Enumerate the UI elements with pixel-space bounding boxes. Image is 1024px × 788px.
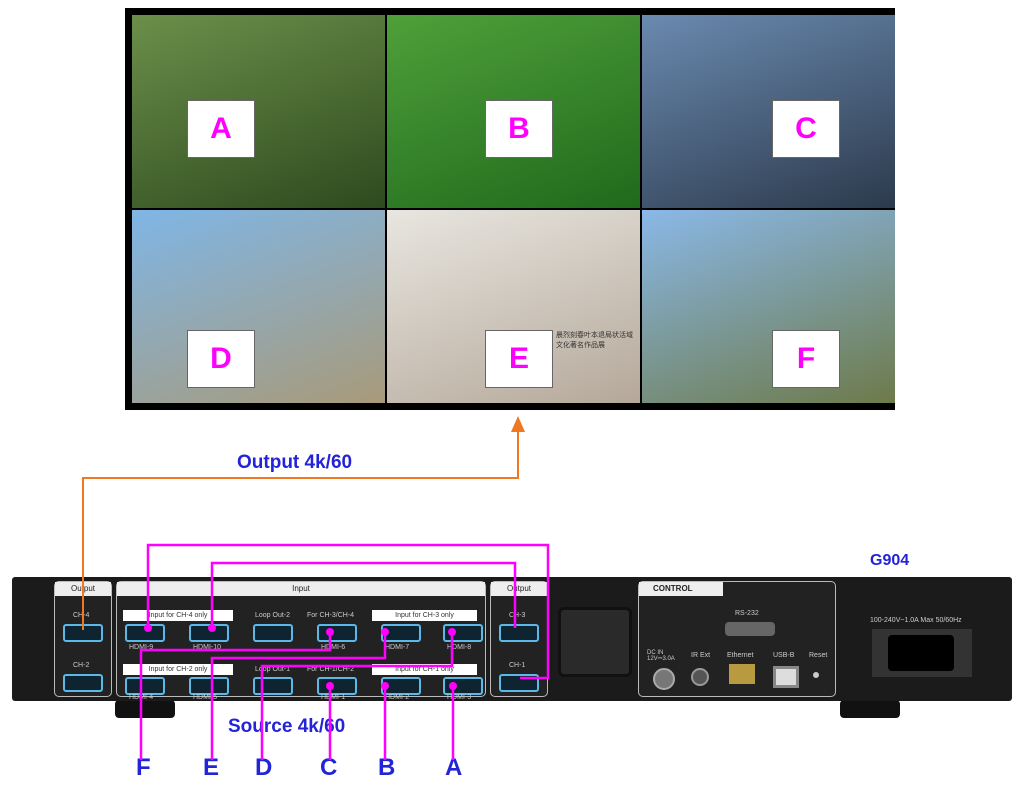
tile-label: A	[187, 100, 255, 158]
port-label: CH-1	[509, 662, 526, 669]
for-label: For CH-1/CH-2	[307, 666, 355, 673]
tile-label: F	[772, 330, 840, 388]
hdmi-port-6[interactable]	[317, 624, 357, 642]
port-label: HDMI-1	[321, 694, 346, 701]
source-label-e: E	[203, 754, 220, 781]
model-label: G904	[870, 552, 910, 569]
loop-out-2-port[interactable]	[253, 624, 293, 642]
ethernet-port[interactable]	[729, 664, 755, 684]
fan-grille	[558, 607, 632, 677]
device-foot	[840, 700, 900, 718]
arrow-up-icon	[511, 416, 525, 432]
panel-title: CONTROL	[639, 582, 723, 596]
hdmi-port-1[interactable]	[317, 677, 357, 695]
hdmi-port-5[interactable]	[189, 677, 229, 695]
port-label: HDMI-7	[385, 644, 410, 651]
ir-ext-jack[interactable]	[691, 668, 709, 686]
port-label: HDMI-5	[193, 694, 218, 701]
port-label: HDMI-9	[129, 644, 154, 651]
artwork-caption: 晨烈刻春叶本退局状活域 文化著名作品展	[556, 332, 633, 349]
dcin-label: DC IN 12V⎓3.0A	[647, 650, 675, 662]
panel-title: Input	[117, 582, 485, 596]
hdmi-port-10[interactable]	[189, 624, 229, 642]
source-label-d: D	[255, 754, 273, 781]
rs232-port[interactable]	[725, 622, 775, 636]
screen-tile-a: A	[132, 15, 385, 208]
port-label: HDMI-8	[447, 644, 472, 651]
source-label-f: F	[136, 754, 151, 781]
reset-button[interactable]	[813, 672, 819, 678]
screen-tile-d: D	[132, 210, 385, 403]
screen-tile-c: C	[642, 15, 895, 208]
rs232-label: RS-232	[735, 610, 759, 617]
input-note: Input for CH-3 only	[372, 610, 477, 621]
port-label: CH-4	[73, 612, 90, 619]
usb-b-port[interactable]	[773, 666, 799, 688]
power-inlet[interactable]	[872, 629, 972, 677]
hdmi-port-4[interactable]	[125, 677, 165, 695]
source-label-a: A	[445, 754, 463, 781]
source-label-b: B	[378, 754, 396, 781]
loop-label: Loop Out-2	[255, 612, 291, 619]
port-label: CH-3	[509, 612, 526, 619]
ir-label: IR Ext	[691, 652, 711, 659]
ethernet-label: Ethernet	[727, 652, 754, 659]
input-cables	[139, 543, 550, 760]
port-label: CH-2	[73, 662, 90, 669]
screen-tile-b: B	[387, 15, 640, 208]
port-label: HDMI-2	[385, 694, 410, 701]
hdmi-port-ch3[interactable]	[499, 624, 539, 642]
control-panel: CONTROL RS-232 DC IN 12V⎓3.0A IR Ext Eth…	[638, 581, 836, 697]
reset-label: Reset	[809, 652, 828, 659]
hdmi-port-9[interactable]	[125, 624, 165, 642]
tile-label: B	[485, 100, 553, 158]
input-note: Input for CH-1 only	[372, 664, 477, 675]
output-cable	[82, 428, 519, 630]
screen-tile-f: F	[642, 210, 895, 403]
output-label: Output 4k/60	[237, 452, 353, 473]
tile-label: D	[187, 330, 255, 388]
loop-label: Loop Out-1	[255, 666, 291, 673]
device-foot	[115, 700, 175, 718]
port-label: HDMI-3	[447, 694, 472, 701]
for-label: For CH-3/CH-4	[307, 612, 355, 619]
source-label: Source 4k/60	[228, 716, 346, 737]
tile-label: C	[772, 100, 840, 158]
dc-in-jack[interactable]	[653, 668, 675, 690]
tile-label: E	[485, 330, 553, 388]
port-label: HDMI-10	[193, 644, 222, 651]
power-rating: 100-240V~1.0A Max 50/60Hz	[870, 617, 962, 624]
panel-title: Output	[491, 582, 547, 596]
port-label: HDMI-6	[321, 644, 346, 651]
hdmi-port-ch2[interactable]	[63, 674, 103, 692]
usb-label: USB-B	[773, 652, 795, 659]
input-note: Input for CH-2 only	[123, 664, 233, 675]
source-label-c: C	[320, 754, 338, 781]
input-note: Input for CH-4 only	[123, 610, 233, 621]
